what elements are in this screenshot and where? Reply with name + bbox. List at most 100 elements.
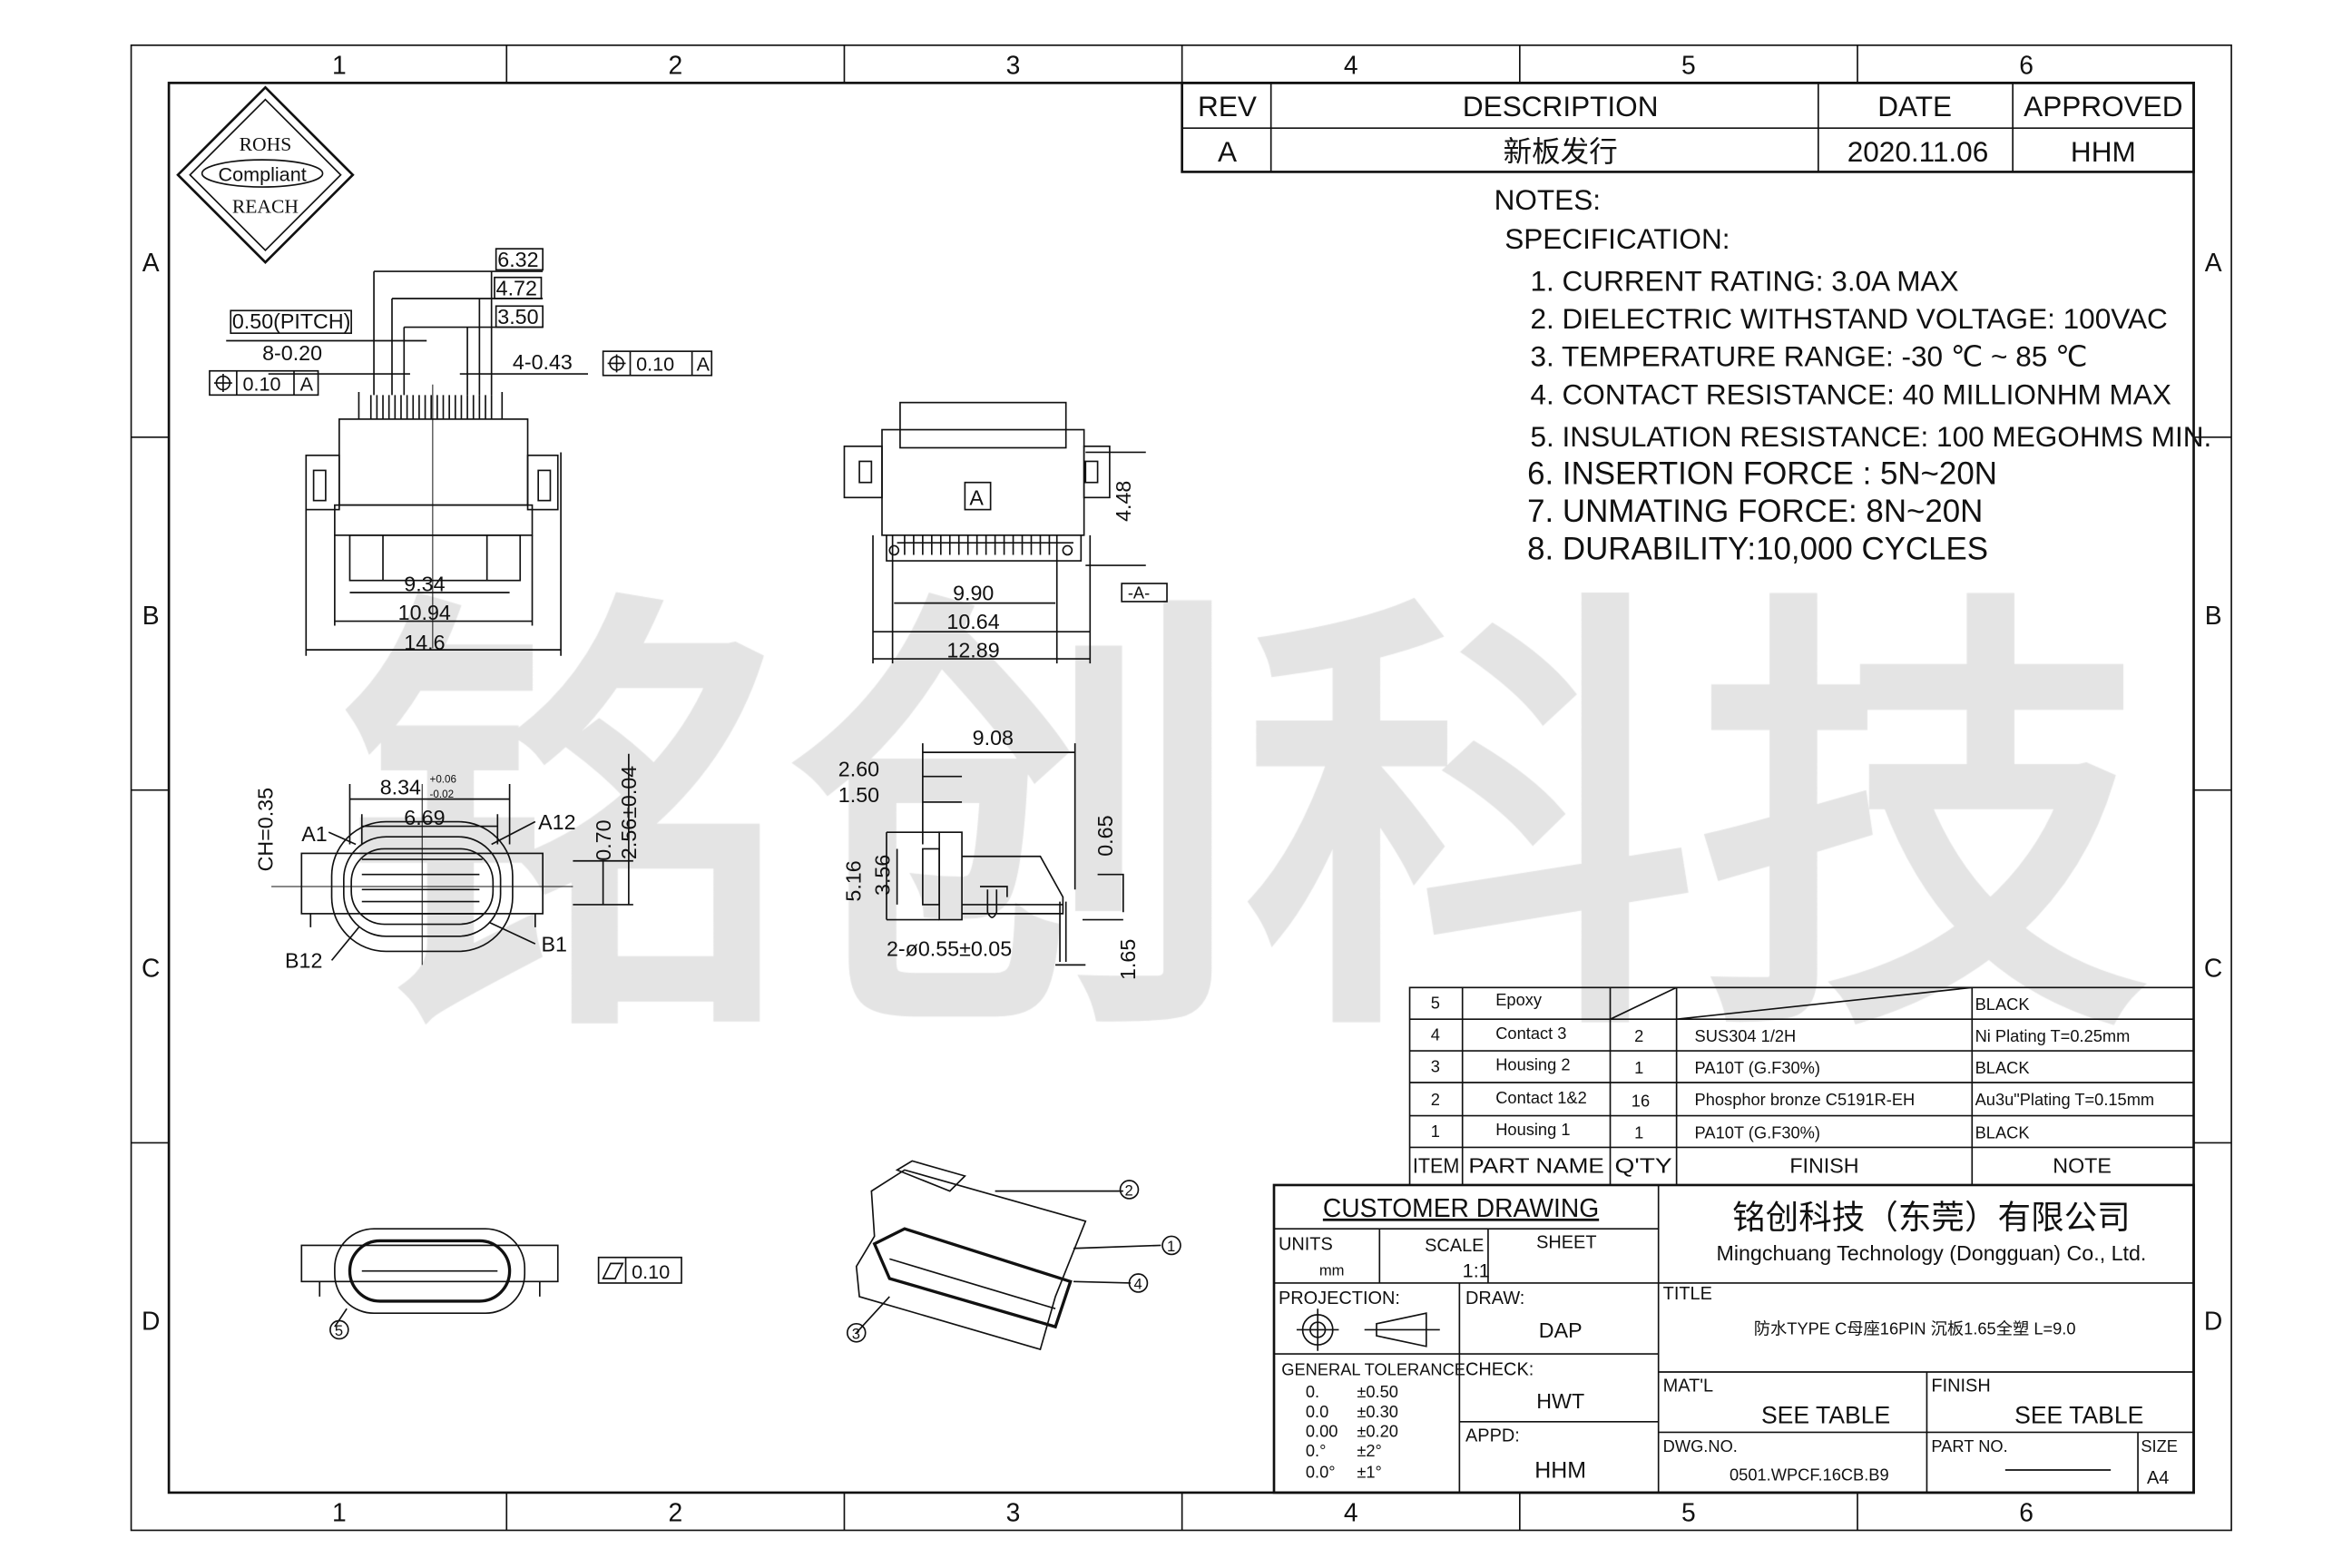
revision-table: REV DESCRIPTION DATE APPROVED A 新板发行 202… — [1181, 82, 2195, 173]
bom-item: 4 — [1431, 1024, 1440, 1044]
matl-value: SEE TABLE — [1761, 1401, 1890, 1428]
bom-part-name: Housing 2 — [1495, 1055, 1570, 1074]
company-name-en: Mingchuang Technology (Dongguan) Co., Lt… — [1716, 1241, 2146, 1265]
approved-value: HHM — [2071, 135, 2136, 168]
bom-qty: 16 — [1632, 1092, 1650, 1111]
bom-item: 1 — [1431, 1122, 1440, 1141]
notes-subtitle: SPECIFICATION: — [1504, 222, 1730, 255]
bom-part-name: Epoxy — [1495, 990, 1543, 1009]
dim-8-34: 8.34 — [380, 776, 421, 799]
bom-item: 2 — [1431, 1090, 1440, 1109]
dim-9-90: 9.90 — [953, 581, 994, 604]
drawing-title: 防水TYPE C母座16PIN 沉板1.65全塑 L=9.0 — [1754, 1318, 2076, 1338]
pin-b12-label: B12 — [285, 949, 322, 973]
bom-finish: PA10T (G.F30%) — [1695, 1058, 1820, 1077]
zone-col-4-bottom: 4 — [1344, 1497, 1358, 1526]
company-name-cn: 铭创科技（东莞）有限公司 — [1732, 1199, 2131, 1236]
note-3: 3. TEMPERATURE RANGE: -30 ℃ ~ 85 ℃ — [1530, 340, 2087, 373]
zone-col-1: 1 — [332, 50, 347, 79]
dim-6-32: 6.32 — [497, 248, 538, 271]
bom-part-name: Contact 3 — [1495, 1024, 1566, 1043]
bom-row-4: 4 Contact 3 2 SUS304 1/2H Ni Plating T=0… — [1431, 1024, 2131, 1045]
bom-qty: 1 — [1634, 1122, 1643, 1142]
top-view-middle: A 9.90 10.64 12.89 4.48 -A- — [843, 401, 1168, 664]
scale-value: 1:1 — [1463, 1259, 1490, 1281]
units-label: UNITS — [1279, 1234, 1333, 1254]
balloon-5: 5 — [335, 1322, 343, 1339]
pin-a12-label: A12 — [538, 810, 575, 834]
check-label: CHECK: — [1465, 1359, 1534, 1379]
bom-header-part-name: PART NAME — [1468, 1154, 1604, 1178]
size-value: A4 — [2147, 1468, 2169, 1488]
dim-ch-0-35: CH=0.35 — [254, 788, 278, 871]
bom-qty: 2 — [1634, 1026, 1643, 1045]
top-view-left: 6.32 4.72 3.50 0.50(PITCH) 8-0.20 4-0.43… — [209, 248, 713, 656]
dim-12-89: 12.89 — [946, 638, 999, 662]
dim-hole: 2-ø0.55±0.05 — [887, 936, 1012, 960]
tolerance-key: 0.0 — [1306, 1402, 1328, 1421]
dim-10-94: 10.94 — [398, 601, 451, 624]
compliant-text: Compliant — [218, 162, 306, 185]
draw-label: DRAW: — [1465, 1289, 1524, 1308]
bom-header-note: NOTE — [2053, 1154, 2112, 1178]
bom-table: 5 Epoxy BLACK 4 Contact 3 2 SUS304 1/2H … — [1408, 986, 2195, 1186]
zone-row-c-right: C — [2204, 954, 2222, 983]
dim-0-65: 0.65 — [1093, 815, 1117, 856]
appd-label: APPD: — [1465, 1426, 1520, 1446]
fcf-left-tol: 0.10 — [243, 372, 281, 395]
dim-9-08: 9.08 — [973, 726, 1014, 750]
zone-col-3-bottom: 3 — [1006, 1497, 1021, 1526]
first-angle-projection-icon — [1296, 1308, 1440, 1351]
balloon-2: 2 — [1125, 1182, 1133, 1200]
top-left-pins — [226, 270, 588, 651]
bom-note: Au3u"Plating T=0.15mm — [1975, 1090, 2155, 1109]
zone-col-2: 2 — [669, 50, 683, 79]
dim-0-70: 0.70 — [592, 819, 615, 860]
tolerance-value: ±0.20 — [1357, 1421, 1398, 1440]
note-5: 5. INSULATION RESISTANCE: 100 MEGOHMS MI… — [1530, 420, 2211, 453]
dim-pitch: 0.50(PITCH) — [232, 309, 351, 333]
note-7: 7. UNMATING FORCE: 8N~20N — [1527, 494, 1983, 529]
projection-label: PROJECTION: — [1279, 1289, 1400, 1308]
zone-dividers — [131, 44, 2232, 1531]
dim-10-64: 10.64 — [946, 610, 999, 633]
flatness-tolerance: 0.10 — [632, 1260, 670, 1283]
tolerance-key: 0. — [1306, 1382, 1319, 1401]
rohs-reach-badge: ROHS Compliant REACH — [176, 85, 355, 264]
dim-3-56: 3.56 — [870, 855, 894, 896]
note-2: 2. DIELECTRIC WITHSTAND VOLTAGE: 100VAC — [1530, 302, 2167, 335]
check-value: HWT — [1536, 1389, 1584, 1413]
bom-row-3: 3 Housing 2 1 PA10T (G.F30%) BLACK — [1431, 1055, 2030, 1077]
dim-4-0-43: 4-0.43 — [513, 350, 573, 374]
bom-note: BLACK — [1975, 1058, 2030, 1077]
bom-header-finish: FINISH — [1789, 1154, 1858, 1178]
bom-item: 3 — [1431, 1056, 1440, 1075]
date-header: DATE — [1877, 90, 1952, 122]
note-4: 4. CONTACT RESISTANCE: 40 MILLIONHM MAX — [1530, 377, 2171, 410]
bom-row-2: 2 Contact 1&2 16 Phosphor bronze C5191R-… — [1431, 1088, 2154, 1110]
dim-6-69: 6.69 — [404, 806, 445, 829]
title-label: TITLE — [1663, 1284, 1712, 1304]
bom-header-qty: Q'TY — [1615, 1154, 1672, 1178]
zone-row-b: B — [142, 601, 160, 630]
bottom-view: 5 0.10 — [300, 1228, 682, 1340]
zone-col-5: 5 — [1681, 50, 1696, 79]
rohs-text: ROHS — [240, 133, 292, 155]
tolerance-key: 0.° — [1306, 1441, 1327, 1460]
dim-5-16: 5.16 — [842, 860, 866, 901]
tolerance-key: 0.0° — [1306, 1462, 1336, 1481]
zone-row-a: A — [142, 248, 160, 277]
bom-row-1: 1 Housing 1 1 PA10T (G.F30%) BLACK — [1431, 1120, 2030, 1142]
front-view: 8.34 +0.06 -0.02 6.69 CH=0.35 0.70 2.56±… — [254, 753, 641, 973]
note-6: 6. INSERTION FORCE : 5N~20N — [1527, 456, 1997, 491]
description-header: DESCRIPTION — [1463, 90, 1659, 122]
fcf-left-datum: A — [300, 372, 314, 395]
scale-label: SCALE — [1425, 1236, 1484, 1256]
zone-col-3: 3 — [1006, 50, 1021, 79]
dwg-no-value: 0501.WPCF.16CB.B9 — [1730, 1465, 1889, 1485]
fcf-right-tol: 0.10 — [636, 353, 674, 376]
zone-col-2-bottom: 2 — [669, 1497, 683, 1526]
finish-value: SEE TABLE — [2014, 1401, 2143, 1428]
zone-row-c: C — [142, 954, 160, 983]
bom-row-5: 5 Epoxy BLACK — [1431, 990, 2030, 1014]
